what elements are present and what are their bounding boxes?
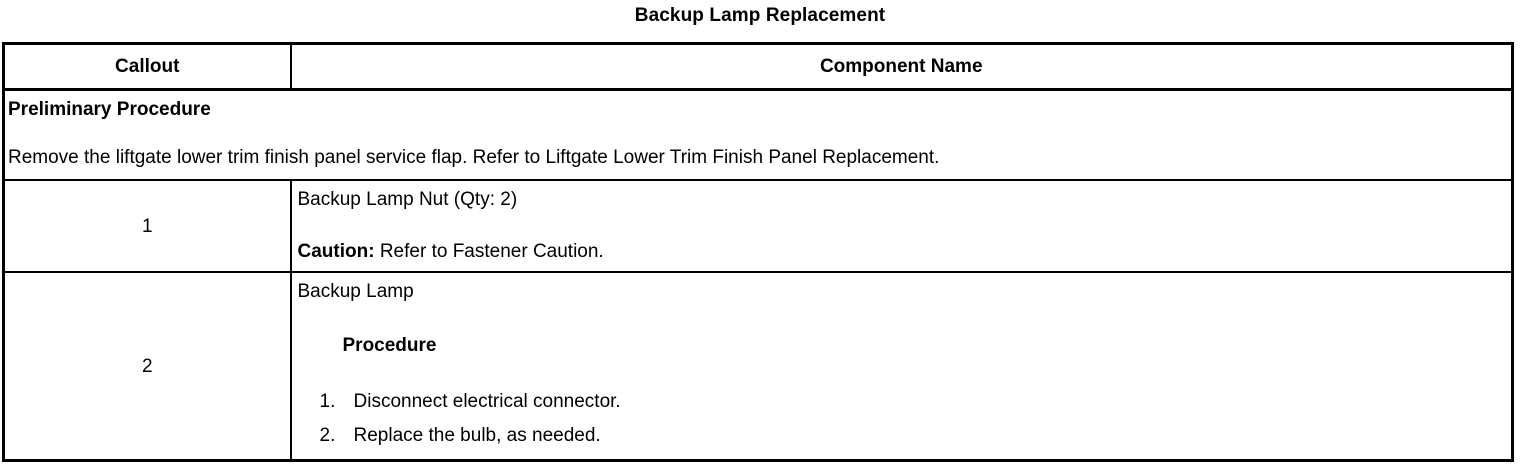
component-cell: Backup Lamp Nut (Qty: 2) Caution: Refer … bbox=[290, 180, 1513, 273]
caution-note: Caution: Refer to Fastener Caution. bbox=[298, 239, 1512, 265]
table-row: 2 Backup Lamp Procedure 1. Disconnect el… bbox=[3, 272, 1513, 461]
callout-number: 2 bbox=[3, 272, 292, 461]
step-text: Replace the bulb, as needed. bbox=[353, 425, 601, 446]
step-text: Disconnect electrical connector. bbox=[353, 391, 621, 412]
step-number: 2. bbox=[319, 425, 336, 446]
component-cell: Backup Lamp Procedure 1. Disconnect elec… bbox=[291, 272, 1513, 461]
table-header-row: Callout Component Name bbox=[3, 43, 1513, 91]
column-header-component-name: Component Name bbox=[290, 43, 1513, 91]
list-item: 2. Replace the bulb, as needed. bbox=[298, 419, 1512, 453]
caution-label: Caution: bbox=[297, 241, 375, 262]
preliminary-procedure-text: Remove the liftgate lower trim finish pa… bbox=[8, 147, 940, 168]
callout-number: 1 bbox=[3, 180, 292, 273]
preliminary-procedure-cell: Preliminary Procedure Remove the liftgat… bbox=[3, 89, 1513, 181]
service-procedure-table: Callout Component Name Preliminary Proce… bbox=[2, 42, 1514, 462]
procedure-step-list: 1. Disconnect electrical connector. 2. R… bbox=[298, 385, 1512, 453]
table-row: 1 Backup Lamp Nut (Qty: 2) Caution: Refe… bbox=[3, 180, 1513, 273]
component-name: Backup Lamp Nut (Qty: 2) bbox=[297, 189, 518, 210]
procedure-heading: Procedure bbox=[342, 335, 437, 356]
column-header-callout: Callout bbox=[3, 43, 292, 91]
preliminary-procedure-row: Preliminary Procedure Remove the liftgat… bbox=[3, 89, 1513, 181]
list-item: 1. Disconnect electrical connector. bbox=[298, 385, 1512, 419]
step-number: 1. bbox=[319, 391, 336, 412]
caution-text: Refer to Fastener Caution. bbox=[374, 241, 604, 262]
preliminary-procedure-heading: Preliminary Procedure bbox=[8, 99, 211, 120]
page-title: Backup Lamp Replacement bbox=[634, 5, 886, 26]
component-name: Backup Lamp bbox=[297, 281, 414, 302]
